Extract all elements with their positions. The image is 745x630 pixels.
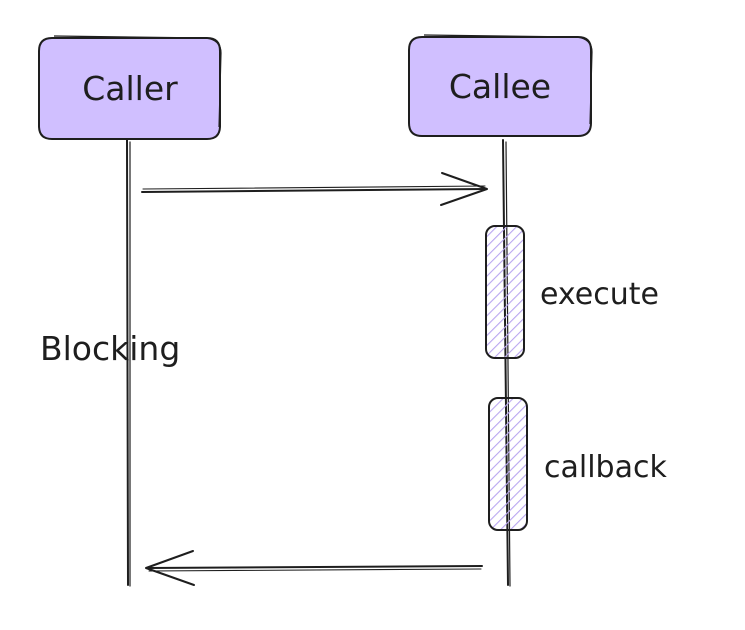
activation-callback: callback xyxy=(488,397,667,531)
message-call-arrow xyxy=(141,172,488,206)
participant-callee-label: Callee xyxy=(449,67,551,106)
activation-callback-box xyxy=(488,397,528,531)
participant-caller-label: Caller xyxy=(82,69,178,108)
activation-execute-box xyxy=(485,225,525,359)
participant-callee: Callee xyxy=(408,34,593,137)
activation-execute-label: execute xyxy=(540,277,659,312)
activation-callback-label: callback xyxy=(544,450,667,485)
activation-execute: execute xyxy=(485,225,659,359)
participant-caller: Caller xyxy=(38,35,222,140)
caller-lifeline xyxy=(126,139,131,587)
message-return-arrow xyxy=(145,550,483,586)
annotation-blocking-label: Blocking xyxy=(40,329,180,368)
